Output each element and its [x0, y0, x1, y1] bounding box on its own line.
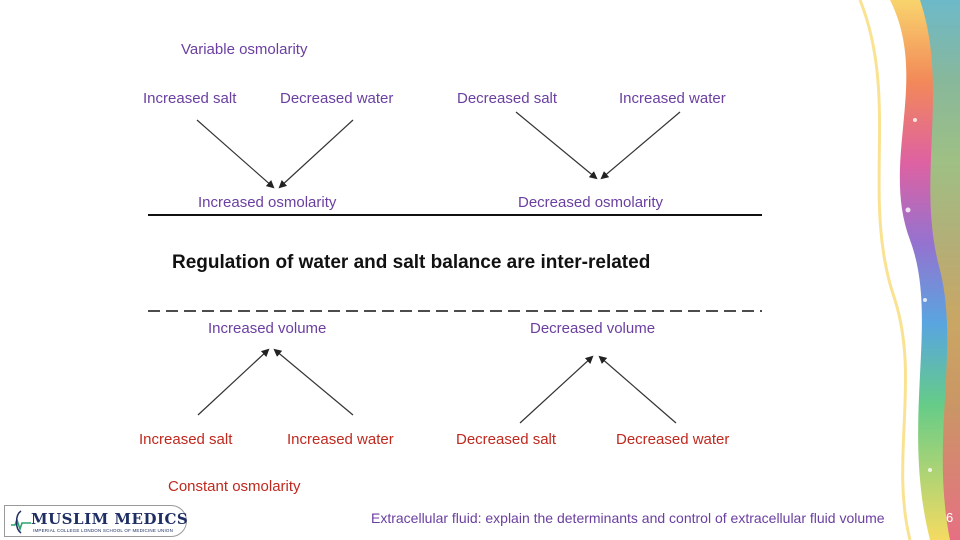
decorative-swirl	[858, 0, 960, 540]
label-decreased-salt-bottom: Decreased salt	[456, 431, 557, 448]
label-decreased-salt-top: Decreased salt	[457, 90, 558, 107]
arrow-decreased-water-to-decreased-volume	[598, 355, 677, 424]
label-decreased-water-top: Decreased water	[280, 90, 394, 107]
page-number: 6	[946, 510, 954, 525]
arrow-decreased-salt-to-decreased-osmolarity	[515, 111, 598, 180]
arrow-increased-water-to-decreased-osmolarity	[600, 111, 681, 180]
arrow-increased-salt-to-increased-osmolarity	[196, 119, 275, 189]
label-decreased-osmolarity: Decreased osmolarity	[518, 194, 664, 211]
arrow-decreased-water-to-increased-osmolarity	[278, 119, 354, 189]
muslim-medics-logo: MUSLIM MEDICS IMPERIAL COLLEGE LONDON SC…	[4, 505, 189, 537]
label-decreased-water-bottom: Decreased water	[616, 431, 730, 448]
logo-name: MUSLIM MEDICS	[31, 510, 189, 528]
label-increased-osmolarity: Increased osmolarity	[198, 194, 337, 211]
variable-osmolarity-caption: Variable osmolarity	[181, 41, 308, 58]
constant-osmolarity-caption: Constant osmolarity	[168, 478, 301, 495]
arrow-increased-water-to-increased-volume	[273, 348, 354, 416]
footer-caption: Extracellular fluid: explain the determi…	[371, 510, 885, 526]
label-increased-salt-top: Increased salt	[143, 90, 237, 107]
label-increased-water-top: Increased water	[619, 90, 726, 107]
logo-mark-icon	[11, 510, 31, 534]
diagram-title: Regulation of water and salt balance are…	[172, 252, 651, 273]
arrow-increased-salt-to-increased-volume	[197, 348, 270, 416]
label-increased-salt-bottom: Increased salt	[139, 431, 233, 448]
logo-subtitle: IMPERIAL COLLEGE LONDON SCHOOL OF MEDICI…	[33, 528, 174, 533]
label-increased-volume: Increased volume	[208, 320, 327, 337]
label-increased-water-bottom: Increased water	[287, 431, 394, 448]
label-decreased-volume: Decreased volume	[530, 320, 656, 337]
arrow-decreased-salt-to-decreased-volume	[519, 355, 594, 424]
